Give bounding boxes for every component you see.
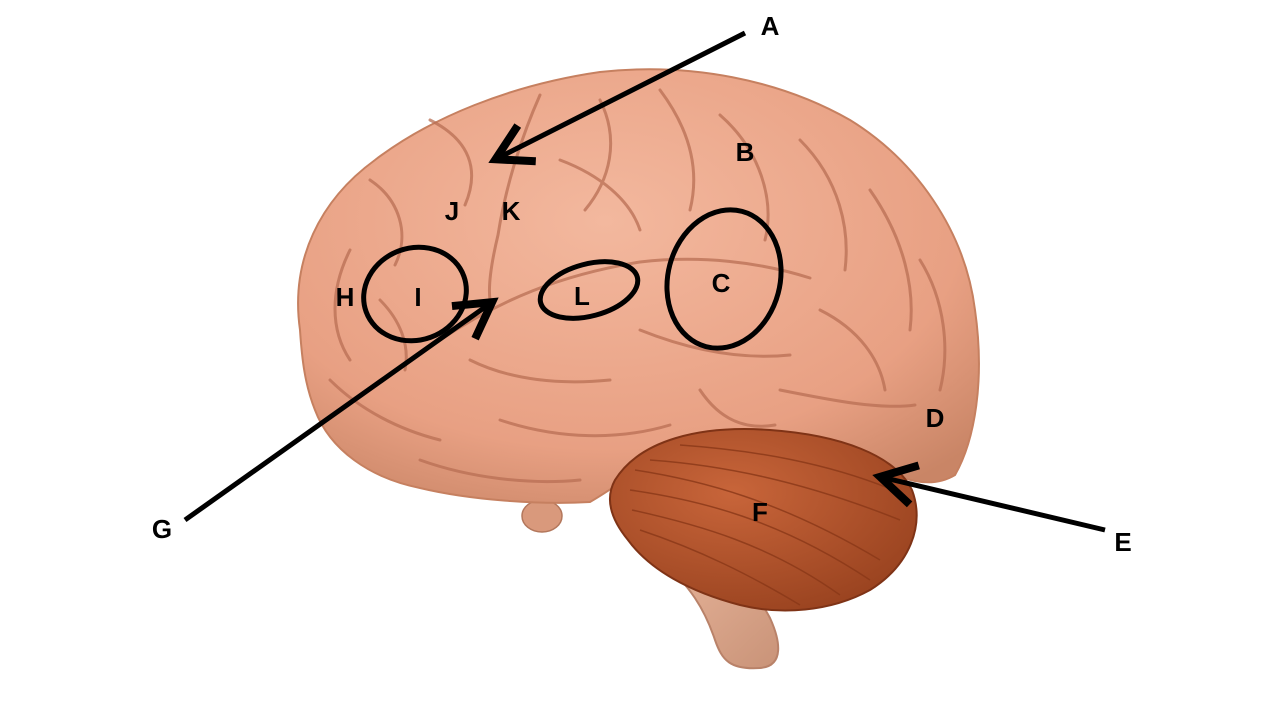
label-f: F	[752, 497, 768, 527]
cerebellum	[608, 428, 918, 612]
label-b: B	[736, 137, 755, 167]
label-g: G	[152, 514, 172, 544]
label-j: J	[445, 196, 459, 226]
circle-region-i	[361, 244, 469, 344]
pituitary-bulb	[521, 499, 563, 533]
label-l: L	[574, 281, 590, 311]
arrow-a	[488, 30, 747, 166]
label-i: I	[414, 282, 421, 312]
label-k: K	[502, 196, 521, 226]
circle-region-l	[537, 259, 641, 321]
label-c: C	[712, 268, 731, 298]
label-a: A	[761, 11, 780, 41]
label-d: D	[926, 403, 945, 433]
arrow-e	[872, 461, 1106, 533]
label-e: E	[1114, 527, 1131, 557]
circle-region-c	[664, 207, 784, 351]
arrow-g	[183, 297, 499, 523]
label-h: H	[336, 282, 355, 312]
